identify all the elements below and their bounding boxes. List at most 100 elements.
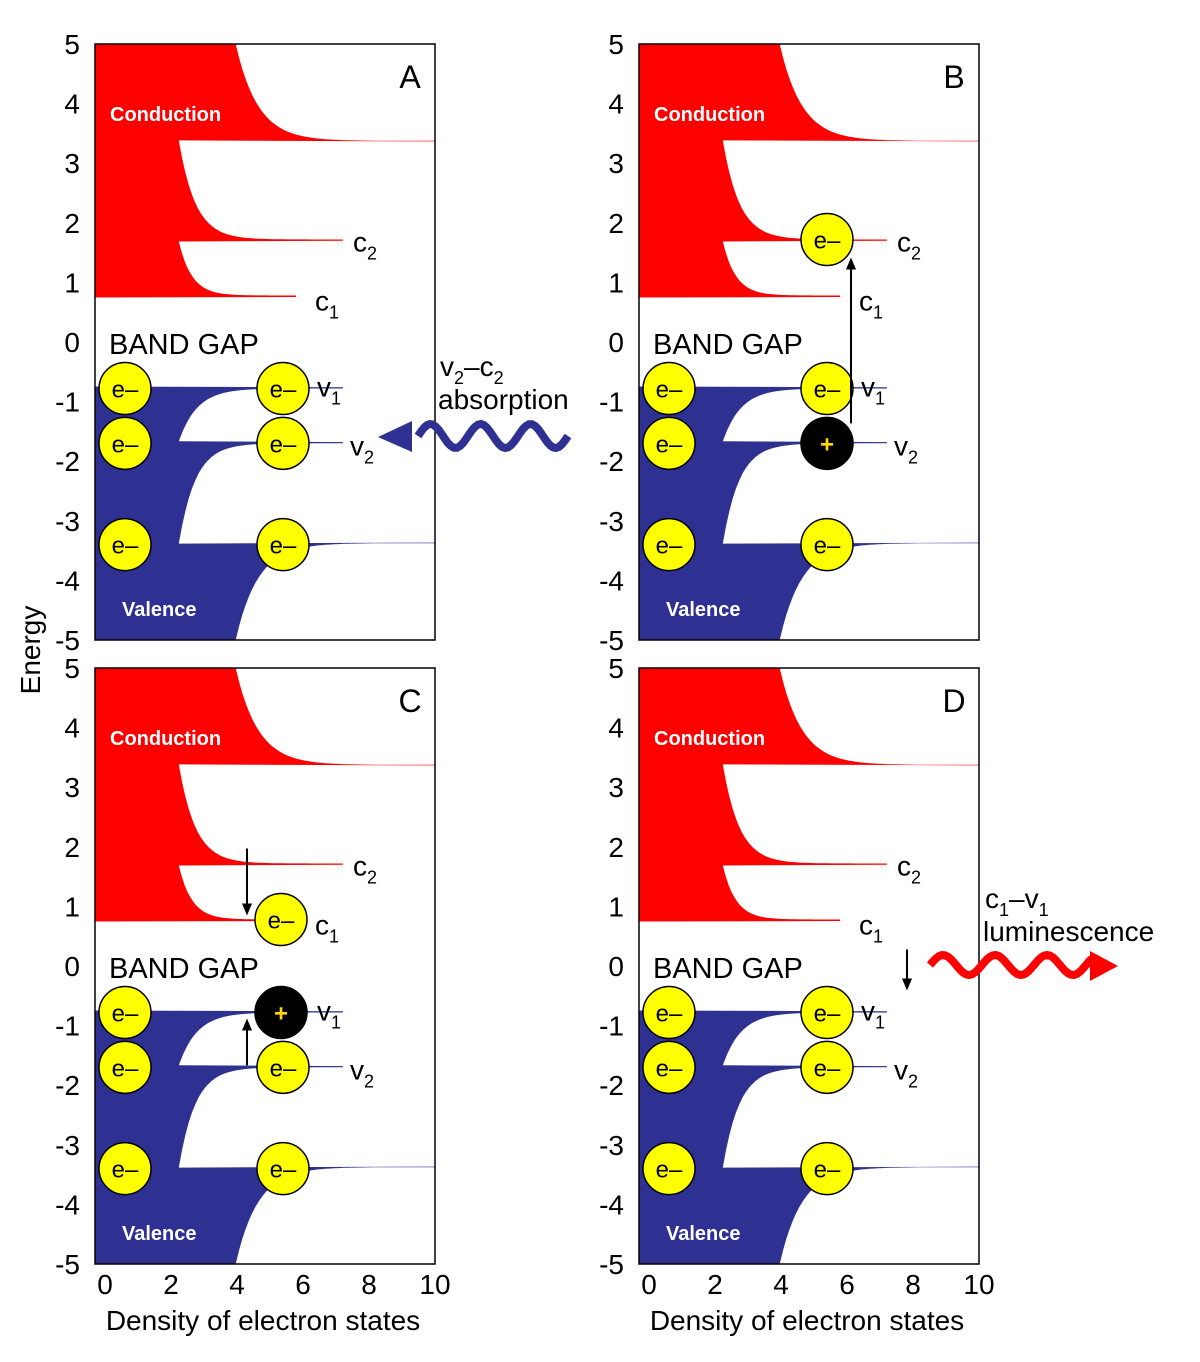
x-tick-label: 6 [839,1269,855,1300]
axes-layer: 543210-1-2-3-4-5543210-1-2-3-4-5543210-1… [15,29,995,1336]
y-tick-label: 0 [608,327,624,358]
electron-label: e– [270,431,297,458]
y-tick-label: 1 [64,267,80,298]
electron-icon: e– [256,416,310,471]
y-tick-label: 5 [608,29,624,60]
panel-frame [638,43,980,641]
electron-circle [800,1040,854,1095]
electron-label: e– [656,1000,683,1027]
y-tick-label: 5 [64,29,80,60]
electron-circle [642,1040,696,1095]
v1-label: v1 [317,995,341,1032]
electron-icon: e– [98,416,152,471]
electron-circle [642,1141,696,1196]
c2-label: c2 [353,226,377,263]
y-tick-label: 3 [608,772,624,803]
x-tick-label: 10 [419,1269,450,1300]
y-tick-label: -1 [55,387,80,418]
electron-label: e– [656,533,683,560]
conduction-label: Conduction [110,104,221,126]
luminescence-note-line1: c1–v1 [985,883,1049,920]
conduction-label: Conduction [110,728,221,750]
electron-icon: e– [800,361,854,416]
valence-band [95,1010,435,1264]
electron-icon: e– [256,1141,310,1196]
electron-circle [256,1040,310,1095]
valence-label: Valence [666,1223,741,1245]
electron-label: e– [656,1157,683,1184]
electron-icon: e– [642,1040,696,1095]
electron-label: e– [814,1157,841,1184]
c1-label: c1 [859,910,883,947]
panel-frame [94,43,436,641]
y-tick-label: 5 [608,653,624,684]
hole-label: + [274,1000,288,1027]
v1-label: v1 [861,371,885,408]
absorption-arrowhead [378,421,412,452]
electron-circle [800,212,854,267]
luminescence-arrowhead [1090,951,1118,981]
y-tick-label: -1 [55,1011,80,1042]
electron-label: e– [814,376,841,403]
electron-circle [800,361,854,416]
electron-icon: e– [642,1141,696,1196]
x-tick-label: 6 [295,1269,311,1300]
y-tick-label: 2 [64,208,80,239]
electron-label: e– [814,1055,841,1082]
y-tick-label: 0 [64,951,80,982]
electron-icon: e– [642,416,696,471]
y-tick-label: 0 [64,327,80,358]
v2-label: v2 [894,1054,918,1091]
hole-icon: + [800,416,854,471]
electron-circle [254,892,308,947]
y-tick-label: -4 [55,1189,80,1220]
electron-circle [98,1040,152,1095]
absorption-note-line1: v2–c2 [440,351,504,388]
hole-circle [254,985,308,1040]
x-axis-title: Density of electron states [106,1305,420,1336]
electron-circle [800,985,854,1040]
y-tick-label: -3 [55,506,80,537]
electron-label: e– [656,431,683,458]
valence-label: Valence [122,599,197,621]
electron-label: e– [112,1055,139,1082]
y-tick-label: -4 [55,565,80,596]
electron-icon: e– [800,212,854,267]
electron-circle [98,416,152,471]
y-tick-label: 1 [608,267,624,298]
absorption-note-line2: absorption [438,384,569,415]
y-tick-label: -1 [599,1011,624,1042]
y-tick-label: -3 [599,506,624,537]
y-tick-label: -2 [599,1070,624,1101]
y-tick-label: -1 [599,387,624,418]
electron-label: e– [814,227,841,254]
electron-circle [800,1141,854,1196]
conduction-label: Conduction [654,728,765,750]
y-tick-label: -2 [599,446,624,477]
y-tick-label: -2 [55,1070,80,1101]
y-tick-label: 4 [608,89,624,120]
y-tick-label: -5 [55,1249,80,1280]
electron-label: e– [112,431,139,458]
x-axis-title: Density of electron states [650,1305,964,1336]
relax-v-arrow-head [242,1018,252,1031]
y-tick-label: 2 [608,832,624,863]
luminescence-wave [926,950,1095,980]
conduction-band [95,668,435,922]
c1-label: c1 [315,286,339,323]
panel-letter: A [399,59,421,95]
electron-icon: e– [800,985,854,1040]
electron-circle [98,1141,152,1196]
panel-letter: C [398,683,421,719]
panel-frame [94,667,436,1265]
y-tick-label: 3 [64,772,80,803]
electron-icon: e– [642,517,696,572]
excitation-arrow-head [846,257,856,270]
electron-icon: e– [256,517,310,572]
